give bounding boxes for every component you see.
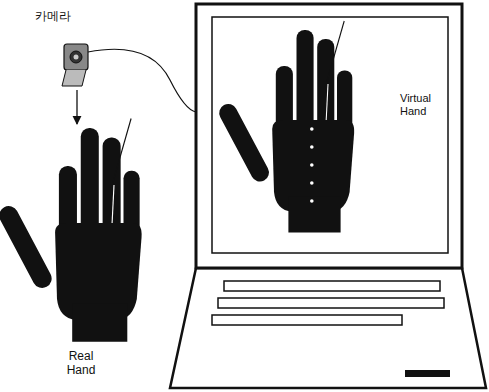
touchpad bbox=[405, 370, 450, 377]
virtual-hand bbox=[216, 21, 354, 233]
keyboard-row bbox=[212, 315, 402, 325]
camera-label: 카메라 bbox=[34, 10, 72, 24]
real-hand bbox=[0, 119, 142, 342]
laptop-screen bbox=[212, 17, 448, 253]
hand-label: Real Hand bbox=[52, 350, 110, 378]
view-arrow bbox=[76, 90, 77, 124]
keyboard-row bbox=[224, 281, 440, 291]
laptop-bezel bbox=[196, 4, 462, 268]
camera-cable bbox=[88, 49, 196, 112]
hand-label: Virtual Hand bbox=[399, 92, 447, 117]
keyboard-row bbox=[218, 298, 444, 308]
laptop-base bbox=[170, 268, 486, 388]
camera-icon bbox=[62, 44, 88, 86]
